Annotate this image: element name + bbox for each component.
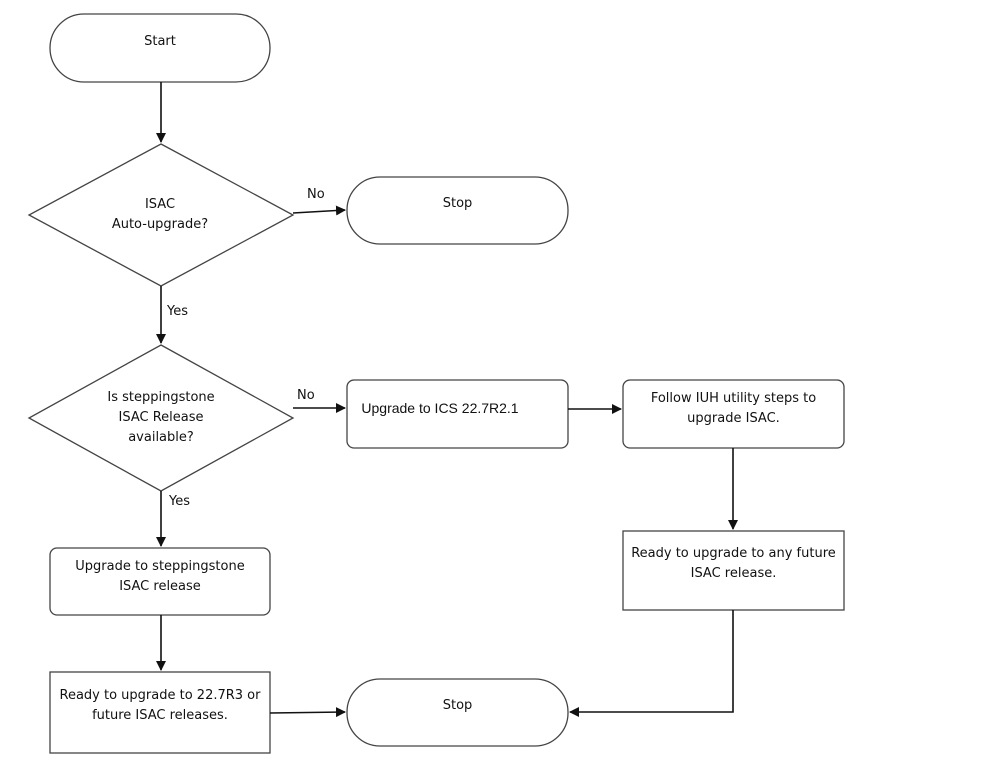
upgrade-ics-process <box>346 379 569 449</box>
edge-label-no-steppingstone: No <box>297 388 315 403</box>
stop-top-terminal <box>346 176 569 245</box>
follow-iuh-label: Follow IUH utility steps to upgrade ISAC… <box>650 391 817 426</box>
edge-label-yes-autoupgrade: Yes <box>167 304 188 319</box>
connector-autoupgrade-no <box>292 205 346 216</box>
ready-r3-label: Ready to upgrade to 22.7R3 or future ISA… <box>59 688 261 723</box>
edge-label-yes-steppingstone: Yes <box>169 494 190 509</box>
connector-ready-r3-to-stop <box>269 707 346 718</box>
upgrade-steppingstone-label: Upgrade to steppingstone ISAC release <box>75 559 245 594</box>
upgrade-ics-label: Upgrade to ICS 22.7R2.1 <box>361 400 519 416</box>
upgrade-steppingstone-process <box>49 547 271 616</box>
start-label: Start <box>144 34 176 49</box>
ready-future-label: Ready to upgrade to any future ISAC rele… <box>631 546 836 581</box>
stop-top-label: Stop <box>442 196 473 211</box>
stop-bottom-label: Stop <box>442 698 473 713</box>
steppingstone-decision-label: Is steppingstone ISAC Release available? <box>107 390 215 445</box>
start-terminal <box>49 13 271 83</box>
edge-label-no-autoupgrade: No <box>307 187 325 202</box>
autoupgrade-decision-label: ISAC Auto-upgrade? <box>111 197 209 232</box>
connector-ready-future-to-stop <box>569 610 734 717</box>
ready-r3-box <box>49 671 271 754</box>
stop-bottom-terminal <box>346 678 569 747</box>
